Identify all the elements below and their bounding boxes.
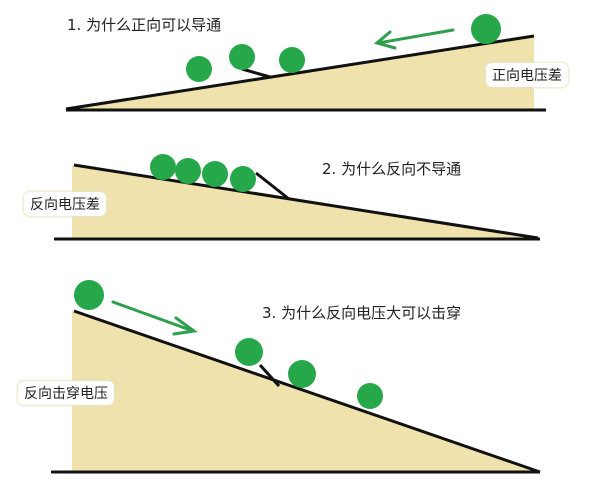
ball — [202, 161, 228, 187]
panel-3-title: 3. 为什么反向电压大可以击穿 — [262, 304, 462, 322]
ball — [471, 14, 501, 44]
slope-line-3 — [73, 309, 541, 474]
panel-2-label: 反向电压差 — [24, 192, 106, 216]
panel-2-reverse — [54, 154, 540, 241]
panel-3-label: 反向击穿电压 — [18, 381, 114, 405]
panel-1-title: 1. 为什么正向可以导通 — [67, 16, 222, 34]
panel-2-title: 2. 为什么反向不导通 — [322, 160, 462, 178]
slope-line-2 — [73, 163, 539, 240]
ball — [229, 44, 255, 70]
arrow-down-right-icon — [111, 300, 198, 336]
ball — [74, 280, 104, 310]
ball — [288, 360, 316, 388]
ball — [235, 338, 263, 366]
ball — [279, 47, 305, 73]
barrier-3 — [258, 363, 281, 388]
ball — [186, 56, 212, 82]
ball — [150, 154, 176, 180]
ball — [357, 383, 383, 409]
barrier-2 — [255, 171, 290, 201]
panel-1-label: 正向电压差 — [486, 63, 568, 87]
barrier-1 — [241, 67, 271, 79]
panel-3-breakdown — [51, 280, 541, 474]
ball — [175, 158, 201, 184]
ball — [230, 166, 256, 192]
panel-1-forward — [65, 14, 546, 112]
arrow-left-icon — [373, 28, 455, 50]
slope-line-1 — [65, 34, 535, 111]
